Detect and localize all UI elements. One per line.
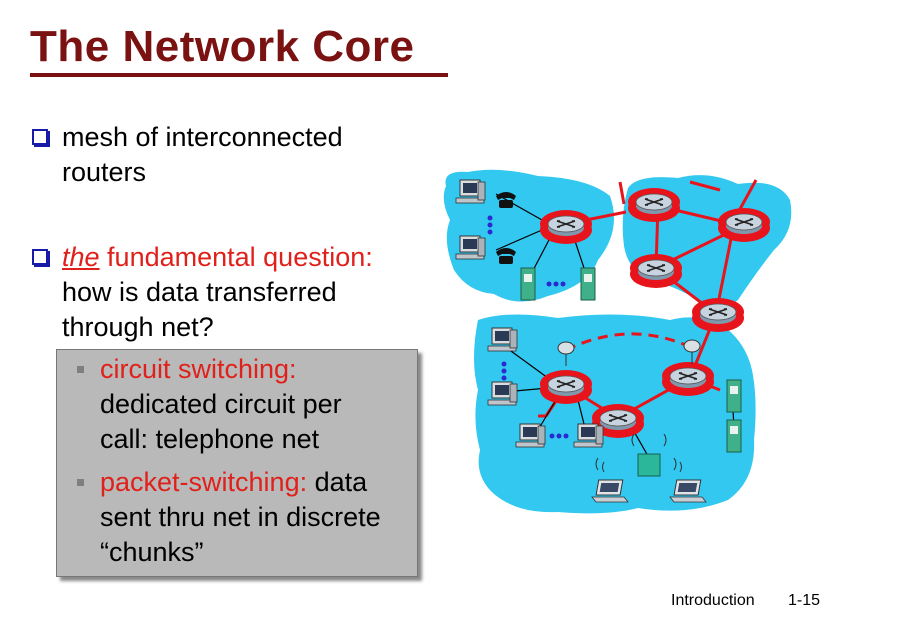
title-underline	[30, 73, 448, 77]
footer-section: Introduction	[671, 592, 755, 609]
sub-2-line-3: “chunks”	[100, 537, 204, 567]
computer-icon	[573, 423, 604, 448]
sub-2-rest: data	[307, 467, 368, 497]
sub-1-line-3: call: telephone net	[100, 424, 320, 454]
computer-icon	[487, 381, 518, 406]
server-icon	[726, 379, 742, 413]
sub-2-label: packet-switching:	[100, 467, 308, 497]
bullet-2-question: fundamental question:	[99, 242, 373, 272]
router-icon	[717, 207, 771, 243]
router-icon	[661, 361, 715, 397]
sub-1-line-1: circuit switching:	[100, 354, 297, 384]
computer-icon	[487, 327, 518, 352]
bullet-2-line-2: how is data transferred	[62, 277, 337, 307]
bullet-1-line-2: routers	[62, 157, 147, 187]
router-icon	[539, 369, 593, 405]
bullet-2-the: the	[62, 242, 100, 272]
router-icon	[629, 253, 683, 289]
access-point-icon	[637, 453, 661, 477]
server-icon	[726, 419, 742, 453]
router-icon	[627, 187, 681, 223]
bullet-1-line-1: mesh of interconnected	[62, 122, 343, 152]
bullet-2-line-1: the fundamental question:	[62, 240, 373, 275]
server-icon	[520, 267, 536, 301]
square-bullet-icon	[32, 249, 48, 265]
sub-1-line-2: dedicated circuit per	[100, 389, 342, 419]
sub-2-line-2: sent thru net in discrete	[100, 502, 381, 532]
sub-bullet-icon	[77, 479, 84, 486]
page-number: 1-15	[788, 592, 821, 609]
router-icon	[691, 297, 745, 333]
network-diagram	[443, 169, 792, 514]
wireless-wave-icon	[595, 433, 682, 473]
computer-icon	[515, 423, 546, 448]
computer-icon	[455, 179, 486, 204]
switching-box	[56, 349, 418, 577]
computer-icon	[455, 235, 486, 260]
slide-title: The Network Core	[30, 22, 415, 71]
sub-bullet-icon	[77, 366, 84, 373]
bullet-2-line-3: through net?	[62, 312, 214, 342]
router-icon	[539, 209, 593, 245]
satellite-dish-icon	[557, 339, 701, 366]
square-bullet-icon	[32, 129, 48, 145]
sub-2-line-1: packet-switching: data	[100, 465, 367, 500]
server-icon	[580, 267, 596, 301]
